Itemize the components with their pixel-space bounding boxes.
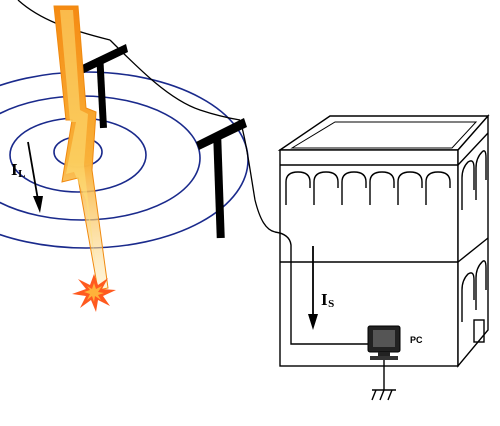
- surge-current-subscript: S: [328, 298, 335, 310]
- ground-icon: [371, 360, 396, 401]
- spark-icon: [72, 274, 116, 312]
- computer-icon: [367, 325, 401, 360]
- surge-current-arrow: [308, 246, 318, 330]
- utility-pole-2: [196, 118, 247, 239]
- surge-current-symbol: I: [321, 290, 329, 309]
- building-arches: [285, 150, 487, 343]
- lightning-bolt-icon: [53, 5, 109, 291]
- lightning-current-label: IL: [11, 160, 26, 180]
- surge-current-label: IS: [321, 290, 335, 310]
- building-roof: [277, 115, 490, 151]
- internal-wiring: [274, 231, 370, 345]
- lightning-current-subscript: L: [18, 168, 26, 180]
- lightning-current-arrow: [27, 141, 43, 213]
- field-ring-4: [0, 71, 249, 249]
- utility-pole-1: [80, 44, 128, 129]
- magnetic-field-rings: [0, 71, 249, 249]
- lightning-current-symbol: I: [11, 160, 19, 179]
- building-side-wall: [457, 114, 489, 368]
- computer-label: PC: [410, 335, 423, 345]
